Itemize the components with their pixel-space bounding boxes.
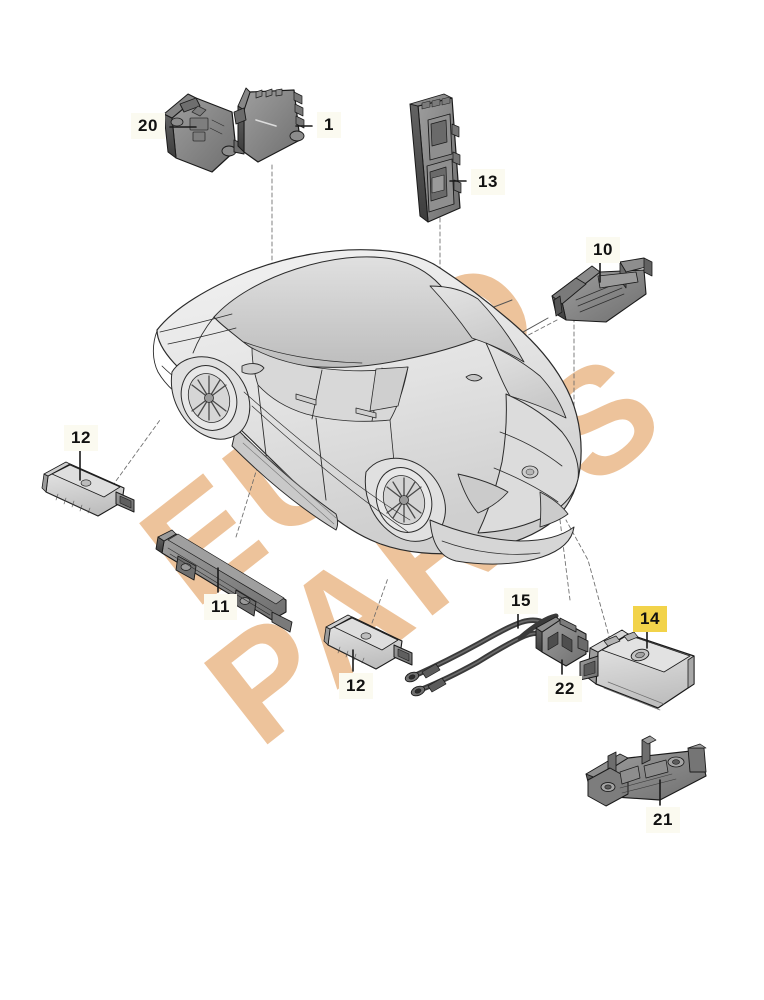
part-14-rear-antenna-module	[579, 629, 695, 711]
part-10-antenna-rail	[551, 257, 653, 323]
callout-label-20[interactable]: 20	[131, 113, 165, 139]
callout-label-13[interactable]: 13	[471, 169, 505, 195]
part-22-multi-pin-connector	[535, 616, 589, 667]
callout-label-10[interactable]: 10	[586, 237, 620, 263]
callout-label-11[interactable]: 11	[204, 594, 237, 620]
callout-label-21[interactable]: 21	[646, 807, 680, 833]
part-12-sensor-module-rear	[323, 614, 413, 670]
part-12-sensor-module-front	[41, 461, 135, 517]
callout-label-1[interactable]: 1	[317, 112, 341, 138]
callout-label-14-selected[interactable]: 14	[633, 606, 667, 632]
vehicle-illustration	[152, 249, 582, 565]
part-13-antenna-amplifier	[409, 93, 462, 223]
callout-label-22[interactable]: 22	[548, 676, 582, 702]
part-21-antenna-mounting-bracket	[585, 735, 707, 807]
callout-label-15[interactable]: 15	[504, 588, 538, 614]
part-15-antenna-cable-harness	[404, 613, 559, 697]
callout-label-12-front[interactable]: 12	[64, 425, 98, 451]
part-1-control-unit	[233, 87, 305, 163]
callout-label-12-rear[interactable]: 12	[339, 673, 373, 699]
part-11-antenna-bar	[155, 529, 293, 633]
